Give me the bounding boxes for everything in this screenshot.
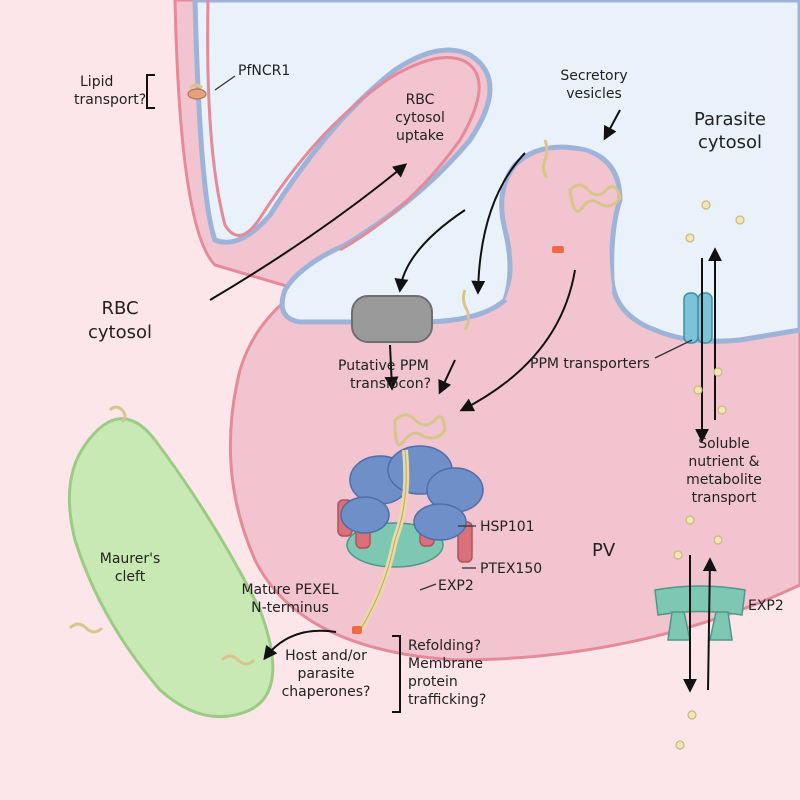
refolding-bracket [392, 635, 401, 713]
chaperones-label-1: Host and/or [285, 648, 367, 664]
maurers-cleft [67, 417, 275, 719]
rbc-cytosol-label-1: RBC [101, 298, 138, 319]
ptex-complex [337, 445, 484, 634]
mature-pexel-label-1: Mature PEXEL [241, 582, 338, 598]
hsp101-label: HSP101 [480, 519, 535, 535]
soluble-transport-label-2: nutrient & [688, 454, 759, 470]
pexel-n-terminus [352, 626, 362, 634]
mature-pexel-label-2: N-terminus [251, 600, 329, 616]
leader-lines [214, 75, 693, 591]
ppm-translocon-label-2: translocon? [350, 376, 431, 392]
ppm-transporters-label: PPM transporters [530, 356, 650, 372]
secretory-vesicle-bulge [505, 150, 615, 320]
refolding-label-3: protein [408, 674, 458, 690]
lipid-transport-label-1: Lipid [80, 74, 113, 90]
ptex150-label: PTEX150 [480, 561, 542, 577]
rbc-uptake-label-3: uptake [396, 128, 444, 144]
translocating-protein-outline [359, 449, 407, 631]
ppm-translocon-label-1: Putative PPM [338, 358, 429, 374]
rbc-cytosol-label-2: cytosol [88, 322, 152, 343]
refolding-label-4: trafficking? [408, 692, 486, 708]
nutrient-dots [673, 200, 745, 750]
rbc-uptake-label-2: cytosol [395, 110, 445, 126]
ppm-translocon [351, 295, 433, 343]
maurers-cleft-label-2: cleft [115, 569, 146, 585]
ppm-transporter [683, 292, 713, 344]
maurers-cleft-label-1: Maurer's [100, 551, 161, 567]
rbc-uptake-invagination [206, 0, 481, 252]
pexel-tip-vesicle [552, 246, 564, 253]
parasite-cytosol-label-2: cytosol [698, 132, 762, 153]
secretory-vesicles-label-1: Secretory [560, 68, 627, 84]
transport-arrows [209, 109, 722, 693]
pv-label: PV [592, 540, 616, 561]
lipid-transport-label-2: transport? [74, 92, 146, 108]
chaperones-label-3: chaperones? [282, 684, 371, 700]
soluble-transport-label-3: metabolite [686, 472, 762, 488]
soluble-transport-label-1: Soluble [698, 436, 750, 452]
exp2-complex-label: EXP2 [438, 578, 474, 594]
exp2-channel-label: EXP2 [748, 598, 784, 614]
rbc-uptake-label-1: RBC [406, 92, 435, 108]
text-labels: Lipid transport? PfNCR1 RBC cytosol upta… [74, 63, 784, 708]
refolding-label-2: Membrane [408, 656, 483, 672]
pfncr1-label: PfNCR1 [238, 63, 290, 79]
parasite-cytosol-region [192, 0, 800, 344]
chaperones-label-2: parasite [297, 666, 354, 682]
refolding-label-1: Refolding? [408, 638, 481, 654]
svg-text:Lipid: Lipid [80, 74, 113, 90]
svg-text:transport?: transport? [74, 92, 146, 108]
pfncr1-protein [187, 88, 207, 100]
soluble-transport-label-4: transport [692, 490, 757, 506]
lipid-bracket [146, 74, 155, 109]
cargo-proteins [68, 83, 622, 666]
parasite-cytosol-label-1: Parasite [694, 109, 766, 130]
secretory-vesicles-label-2: vesicles [566, 86, 622, 102]
